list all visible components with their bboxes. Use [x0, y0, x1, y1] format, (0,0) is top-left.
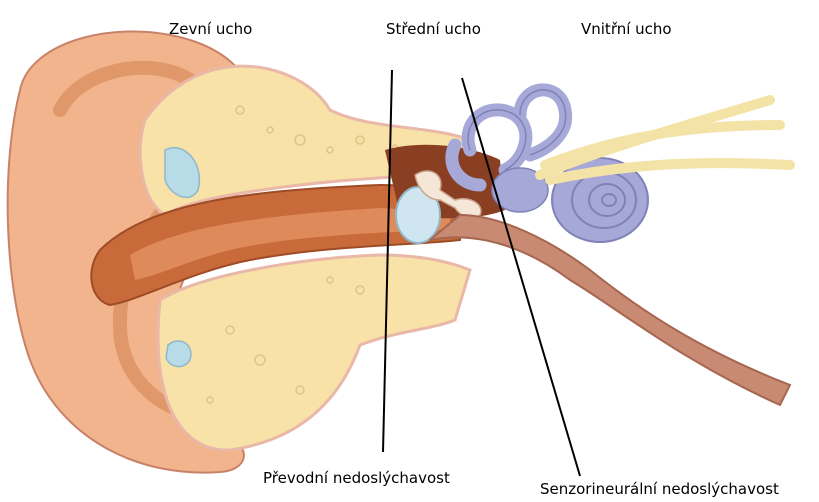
label-inner-ear: Vnitřní ucho: [581, 20, 672, 38]
cartilage-pocket-lower: [166, 341, 191, 367]
eustachian-tube: [430, 215, 790, 405]
label-middle-ear: Střední ucho: [386, 20, 481, 38]
label-conductive-loss: Převodní nedoslýchavost: [263, 469, 450, 487]
label-sensorineural-loss: Senzorineurální nedoslýchavost: [540, 480, 779, 498]
label-outer-ear: Zevní ucho: [169, 20, 252, 38]
lower-bone: [158, 255, 470, 450]
